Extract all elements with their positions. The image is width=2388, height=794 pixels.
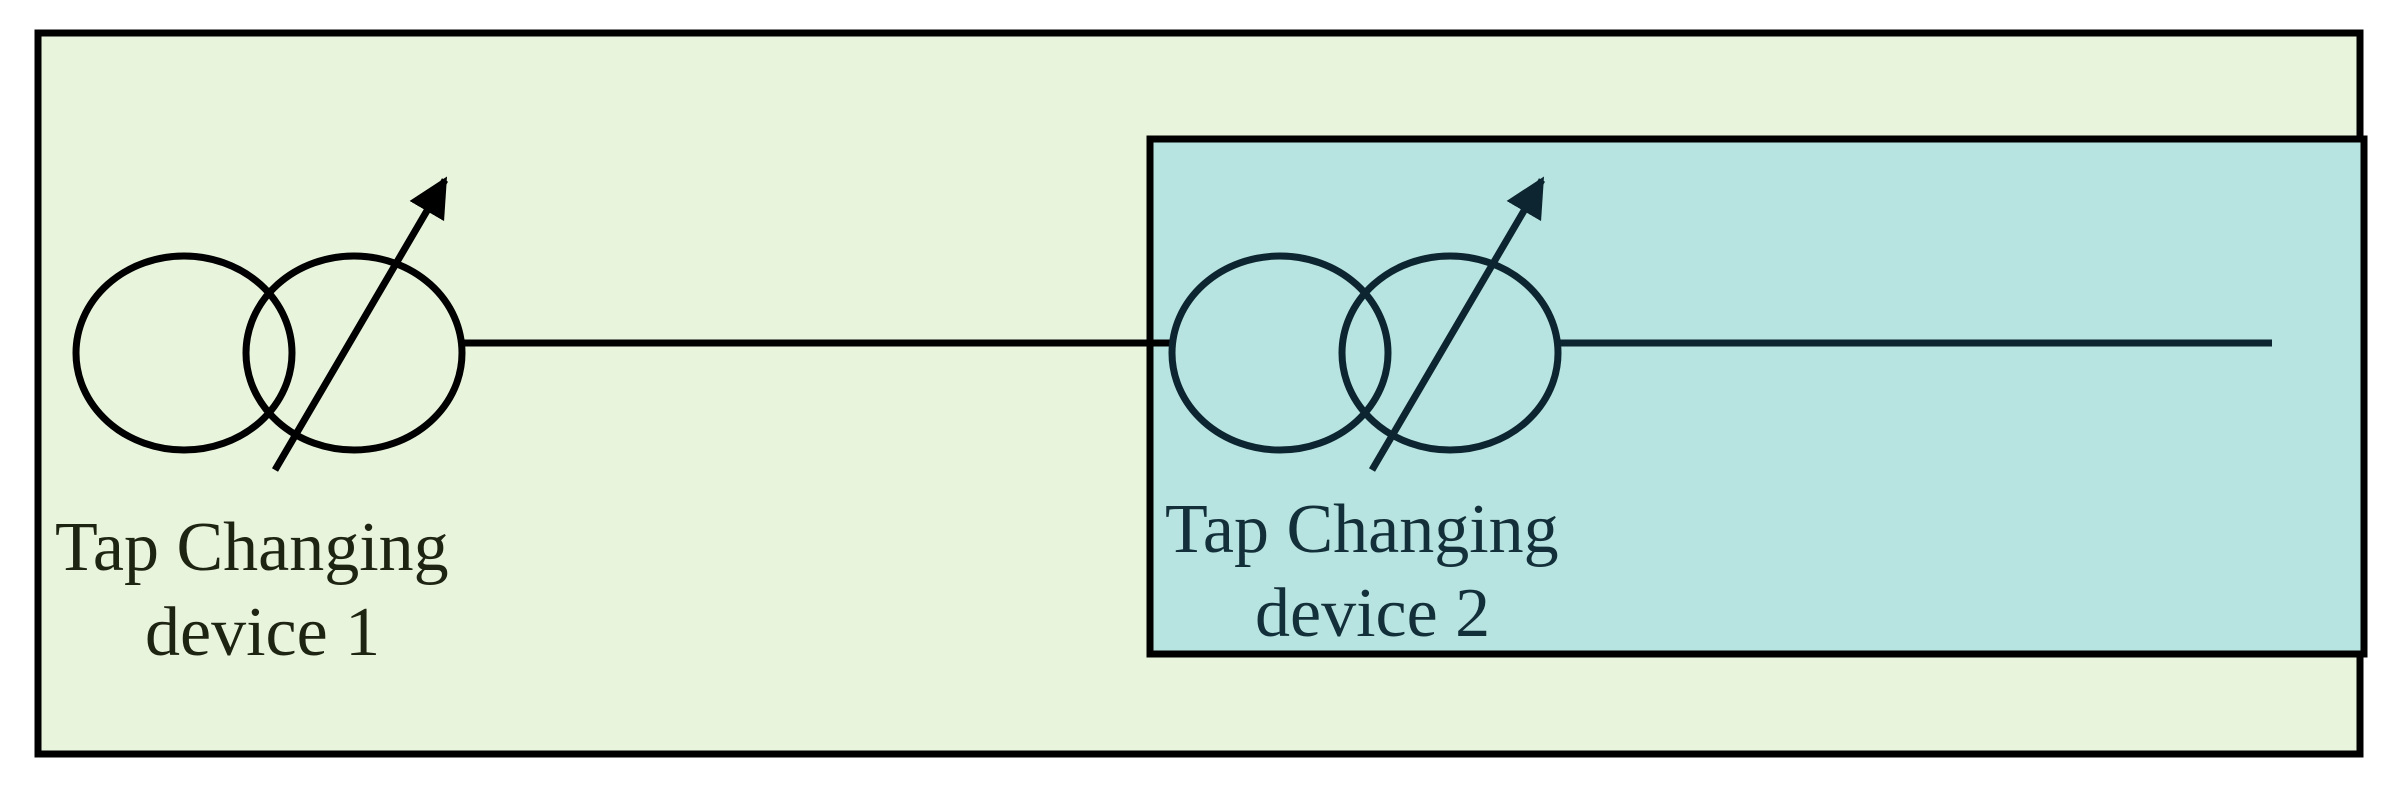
device-2-label-line1: Tap Changing [1165,491,1559,568]
transformer-winding-left [72,252,296,454]
tap-arrow [271,176,449,472]
device-1-label-line2: device 1 [145,594,380,671]
device-1: Tap Changing device 1 [55,176,466,671]
device-2: Tap Changing device 2 [1165,176,1562,652]
transformer-winding-right [1338,252,1562,454]
transformer-winding-right [242,252,466,454]
transformer-winding-left [1168,252,1392,454]
device-2-label-line2: device 2 [1255,575,1490,652]
device-1-label-line1: Tap Changing [55,509,449,586]
tap-arrow [1368,176,1546,472]
tap-changing-transformer-icon [1168,176,1562,472]
tap-changing-transformer-icon [72,176,466,472]
